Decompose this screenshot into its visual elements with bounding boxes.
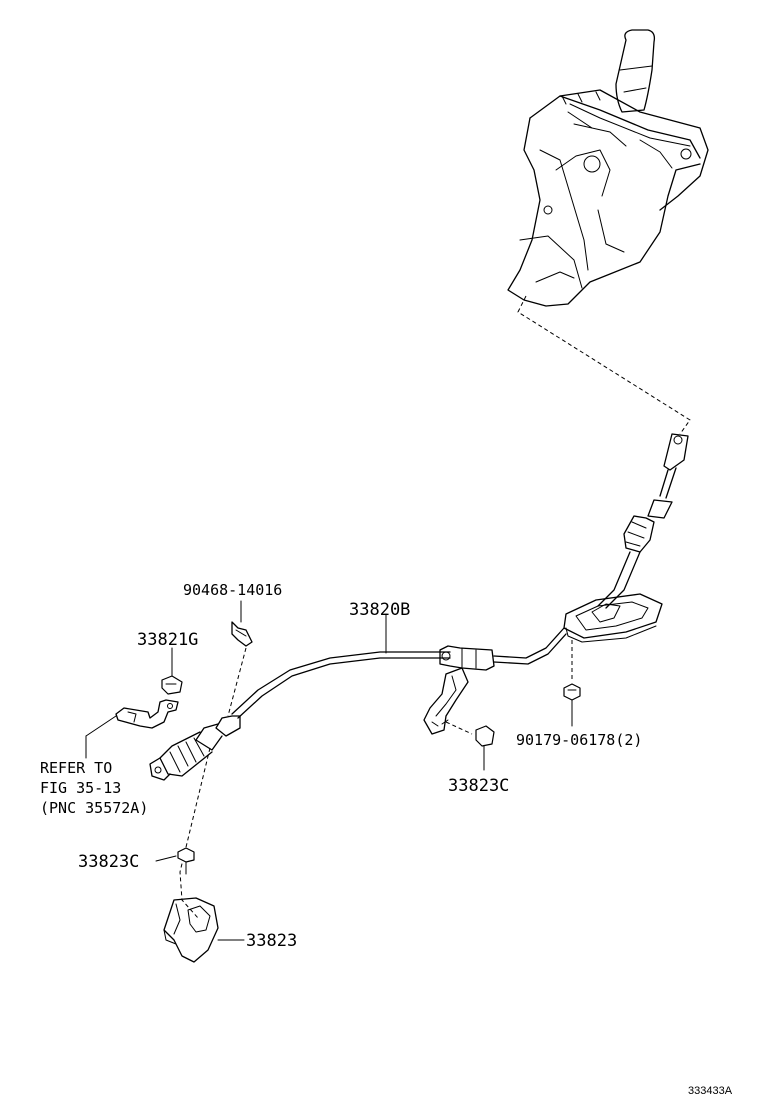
bracket-33823 [163,897,245,963]
label-bolt-33823c-left: 33823C [78,852,140,872]
label-refer-pnc: (PNC 35572A) [40,799,149,817]
grommet [161,647,183,695]
label-bolt-33823c-mid: 33823C [448,776,510,796]
label-cable-33820b: 33820B [349,600,411,620]
label-bracket-33823: 33823 [246,931,298,951]
figure-id: 333433A [688,1085,733,1097]
nut-right [563,683,581,727]
clip [231,600,253,647]
label-refer-fig: FIG 35-13 [40,779,122,797]
cable-lower-end [149,715,241,781]
label-grommet-33821g: 33821G [137,630,199,650]
lever-link-dashed [517,295,691,435]
cable-upper-end [563,433,689,643]
label-clip-90468-14016: 90468-14016 [183,581,283,599]
reference-bracket [85,699,179,759]
label-refer-to: REFER TO [40,759,113,777]
bolt-mid [475,725,495,771]
bolt-left [155,847,195,875]
shift-cable [231,613,567,735]
label-nut-90179-06178: 90179-06178(2) [516,731,643,749]
shift-lever-assembly [507,29,709,307]
